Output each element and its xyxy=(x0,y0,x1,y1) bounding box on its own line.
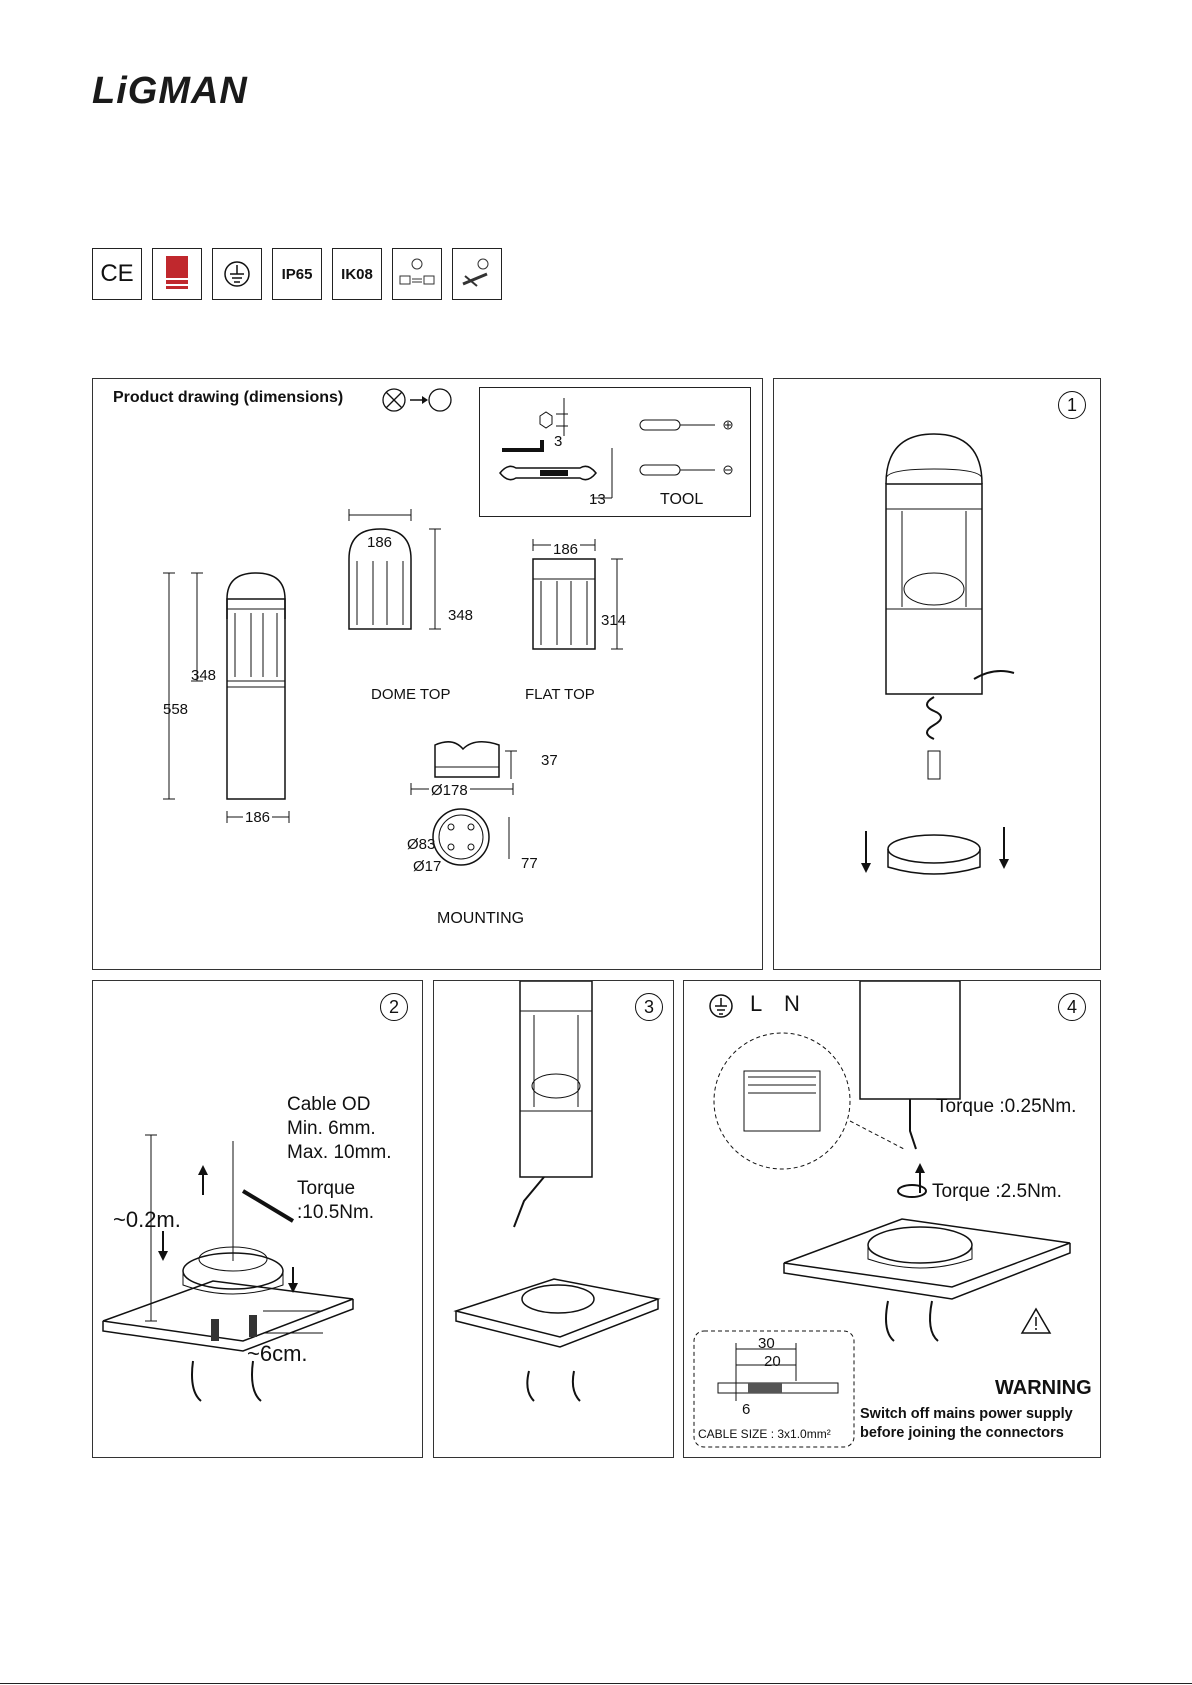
installation-tools-icon xyxy=(392,248,442,300)
warning-title: WARNING xyxy=(995,1377,1092,1399)
tool-label: TOOL xyxy=(660,491,704,508)
cable-size-label: CABLE SIZE : 3x1.0mm² xyxy=(698,1427,831,1441)
screwdriver-tools-icon xyxy=(452,248,502,300)
mounting-offset-label: 77 xyxy=(521,855,538,872)
quality-seal-icon xyxy=(152,248,202,300)
step1-number: 1 xyxy=(1058,391,1086,419)
dome-top-label: DOME TOP xyxy=(371,686,451,703)
neutral-terminal-label: N xyxy=(784,991,800,1016)
step1-panel: 1 xyxy=(773,378,1101,970)
step4-panel: 4 L N Torque :0.25Nm. Torque :2.5Nm. 30 … xyxy=(683,980,1101,1458)
bollard-full-drawing xyxy=(163,572,286,800)
dome-top-drawing xyxy=(348,509,441,630)
step3-panel: 3 xyxy=(433,980,674,1458)
height-label: ~0.2m. xyxy=(113,1207,181,1232)
mounting-diameter-label: Ø178 xyxy=(429,782,470,799)
ground-terminal-icon xyxy=(709,994,733,1018)
flat-top-label: FLAT TOP xyxy=(525,686,595,703)
flat-width-label: 186 xyxy=(551,541,581,558)
mounting-height-label: 37 xyxy=(541,752,558,769)
mounting-hole-diameter-label: Ø17 xyxy=(413,858,442,875)
step3-number: 3 xyxy=(635,993,663,1021)
tool-box: 3 13 TOOL xyxy=(479,387,751,517)
full-total-height-label: 558 xyxy=(163,701,189,718)
footer-rule xyxy=(0,1683,1192,1684)
ik-rating-badge: IK08 xyxy=(332,248,382,300)
ce-mark-icon: CE xyxy=(92,248,142,300)
strip-length-c-label: 6 xyxy=(742,1401,751,1418)
mounting-drawing xyxy=(410,741,517,866)
dimensions-panel: Product drawing (dimensions) 3 13 TOOL xyxy=(92,378,763,970)
dimensions-title: Product drawing (dimensions) xyxy=(113,389,344,406)
dome-height-label: 348 xyxy=(448,607,474,624)
connector-torque-label: Torque :0.25Nm. xyxy=(936,1096,1077,1117)
strip-length-a-label: 30 xyxy=(758,1335,775,1352)
step4-number: 4 xyxy=(1058,993,1086,1021)
full-head-height-label: 348 xyxy=(191,667,217,684)
torque-text: Torque:10.5Nm. xyxy=(297,1178,375,1223)
ip-rating-badge: IP65 xyxy=(272,248,322,300)
brand-logo: LiGMAN xyxy=(92,70,248,112)
step2-number: 2 xyxy=(380,993,408,1021)
strip-length-b-label: 20 xyxy=(764,1353,781,1370)
flat-top-drawing xyxy=(532,539,623,650)
live-terminal-label: L xyxy=(750,991,763,1016)
wrench-size-label: 13 xyxy=(589,491,606,508)
step4-illustration xyxy=(693,981,1071,1448)
gland-torque-label: Torque :2.5Nm. xyxy=(932,1181,1062,1202)
depth-label: ~6cm. xyxy=(247,1341,308,1366)
no-tools-icon xyxy=(382,388,452,412)
step2-illustration xyxy=(102,1134,354,1402)
mounting-inner-diameter-label: Ø83 xyxy=(407,836,436,853)
dome-width-label: 186 xyxy=(365,534,395,551)
hex-size-label: 3 xyxy=(554,433,563,450)
step3-illustration xyxy=(453,981,661,1402)
earth-ground-icon xyxy=(212,248,262,300)
step1-illustration xyxy=(861,433,1015,875)
flat-height-label: 314 xyxy=(601,612,627,629)
full-width-label: 186 xyxy=(243,809,273,826)
mounting-label: MOUNTING xyxy=(437,910,525,927)
